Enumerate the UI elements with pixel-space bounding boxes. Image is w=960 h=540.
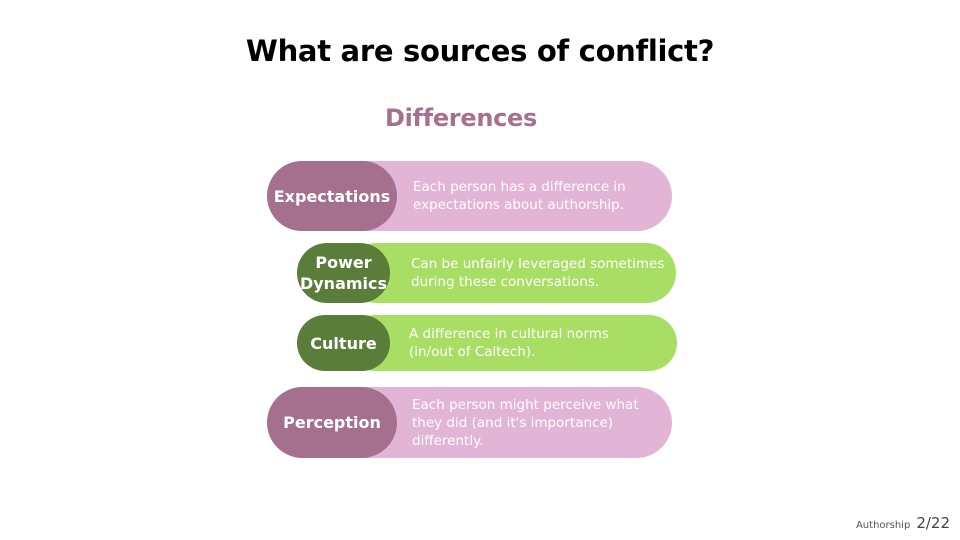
item-label: Power Dynamics — [297, 243, 390, 303]
item-power-dynamics: Power Dynamics Can be unfairly leveraged… — [297, 243, 676, 303]
item-description: A difference in cultural norms (in/out o… — [409, 326, 609, 360]
page-number: 2/22 — [916, 514, 950, 532]
description-pill — [347, 315, 677, 371]
item-label: Perception — [267, 387, 397, 458]
item-description: Each person might perceive what they did… — [412, 396, 639, 449]
item-label: Expectations — [267, 161, 397, 231]
section-heading: Differences — [385, 104, 537, 132]
item-culture: Culture A difference in cultural norms (… — [297, 315, 677, 371]
item-description: Can be unfairly leveraged sometimes duri… — [411, 256, 665, 290]
description-pill — [347, 243, 676, 303]
slide-title: What are sources of conflict? — [245, 34, 715, 68]
item-expectations: Expectations Each person has a differenc… — [267, 161, 672, 231]
footer-section: Authorship — [855, 520, 911, 531]
slide-footer: Authorship 2/22 — [856, 514, 950, 532]
item-perception: Perception Each person might perceive wh… — [267, 387, 672, 458]
item-label: Culture — [297, 315, 390, 371]
item-description: Each person has a difference in expectat… — [413, 179, 626, 213]
